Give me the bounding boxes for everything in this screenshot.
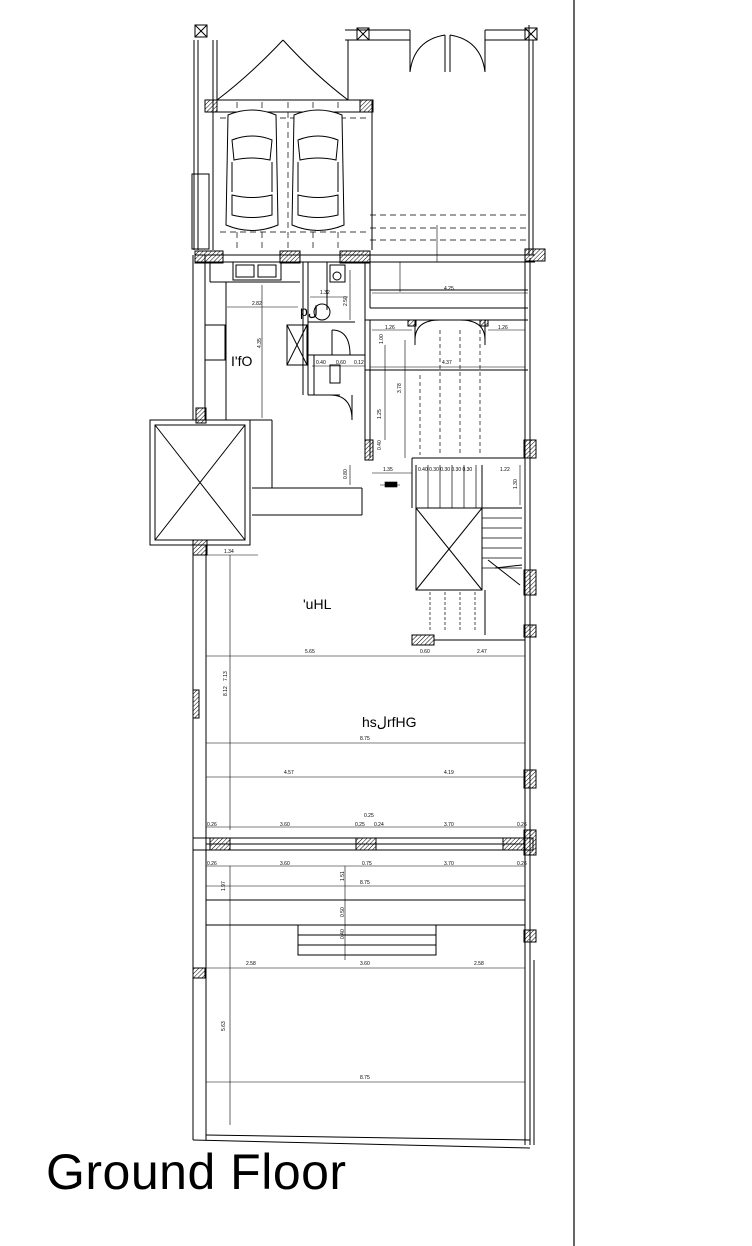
dim-living-h2: 8.12	[223, 686, 229, 696]
building-outline	[191, 24, 546, 1149]
dim-terrace-h3: 0.50	[340, 907, 346, 917]
dim-window-side-left: 0.26	[207, 822, 217, 828]
dimension-texts: 4.25 1.32 2.82 4.35 2.50 1.26 1.26 4.37 …	[207, 286, 527, 1081]
dim-window-mid-b: 0.24	[374, 822, 384, 828]
dim-dining-right: 4.19	[444, 770, 454, 776]
dim-living-top: 1.34	[224, 549, 234, 555]
dim-landing-h: 0.80	[343, 469, 349, 479]
dim-terrace-h1: 1.97	[221, 881, 227, 891]
room-label-dining: hsلrfHG	[362, 714, 417, 730]
room-label-kitchen: I'fO	[231, 353, 252, 369]
dim-window-side-right: 0.26	[517, 822, 527, 828]
dim-bath-depth: 2.50	[343, 296, 349, 306]
dim-living-h1: 7.13	[223, 671, 229, 681]
car-left	[225, 109, 279, 231]
dim-window-side-left-2: 0.26	[207, 861, 217, 867]
dim-hall-width: 4.37	[442, 360, 452, 366]
dim-living-right: 2.47	[477, 649, 487, 655]
dim-stair-top: 0.40	[377, 440, 383, 450]
dim-full-width-3: 8.75	[360, 1075, 370, 1081]
dim-window-left-2: 3.60	[280, 861, 290, 867]
room-label-living: 'uHL	[303, 596, 332, 612]
dim-garden-mid: 3.60	[360, 961, 370, 967]
dim-full-width-1: 8.75	[360, 736, 370, 742]
car-right	[291, 109, 345, 231]
dim-hall-left: 1.26	[385, 325, 395, 331]
dim-window-left: 3.60	[280, 822, 290, 828]
dim-living-left: 5.65	[305, 649, 315, 655]
interior-walls	[149, 261, 537, 979]
dim-garage-top: 4.25	[444, 286, 454, 292]
dim-garden-h: 5.63	[221, 1021, 227, 1031]
dim-stair-right: 1.22	[500, 467, 510, 473]
dim-garden-left: 2.58	[246, 961, 256, 967]
dim-window-gap-top: 0.25	[364, 813, 374, 819]
dim-wc-c: 0.12	[354, 360, 364, 366]
dim-wc-h: 1.00	[379, 334, 385, 344]
dim-living-mid: 0.60	[420, 649, 430, 655]
dim-stair-side: 1.30	[513, 479, 519, 489]
dimension-lines	[206, 225, 528, 1125]
dim-kitchen-width: 2.82	[252, 301, 262, 307]
dim-kitchen-depth: 4.35	[257, 338, 263, 348]
dim-wc-b: 0.60	[336, 360, 346, 366]
dim-stair-treads: 0.40 0.30 0.30 0.30 0.30	[418, 467, 472, 473]
dim-window-right: 3.70	[444, 822, 454, 828]
dim-hall-right: 1.26	[498, 325, 508, 331]
dim-dining-left: 4.57	[284, 770, 294, 776]
drawing-title: Ground Floor	[46, 1144, 347, 1200]
dim-terrace-h4: 0.40	[340, 929, 346, 939]
dim-corridor-full: 3.78	[397, 383, 403, 393]
stair-treads	[419, 330, 522, 632]
dim-terrace-h2: 1.51	[340, 871, 346, 881]
room-label-bath: pل	[300, 303, 318, 319]
dim-stair-offset: 1.35	[383, 467, 393, 473]
dim-wc-a: 0.40	[316, 360, 326, 366]
dim-window-side-right-2: 0.26	[517, 861, 527, 867]
dim-garden-right: 2.58	[474, 961, 484, 967]
dim-window-mid-a: 0.25	[355, 822, 365, 828]
dim-corridor-h: 1.25	[377, 409, 383, 419]
dim-window-right-2: 3.70	[444, 861, 454, 867]
dim-full-width-2: 8.75	[360, 880, 370, 886]
dim-bath-width: 1.32	[320, 290, 330, 296]
dim-window-mid-c: 0.75	[362, 861, 372, 867]
